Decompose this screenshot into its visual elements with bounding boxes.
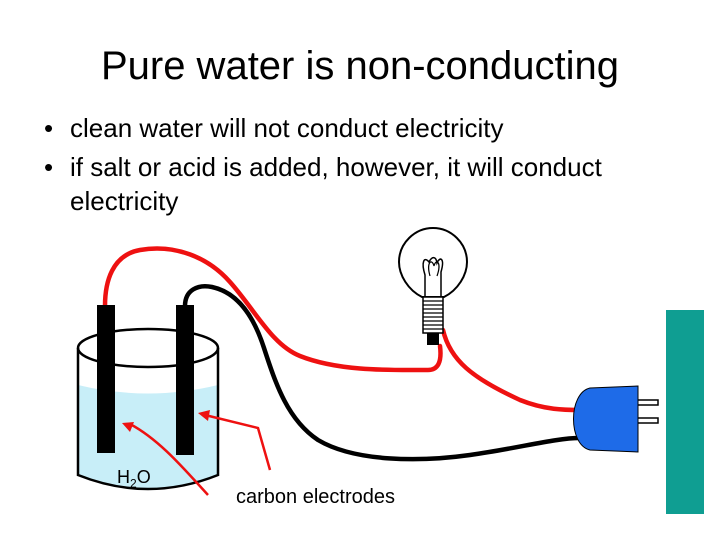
bullet-text: clean water will not conduct electricity: [70, 113, 504, 143]
bulb-filament: [422, 256, 444, 297]
plug-prong-top: [635, 399, 659, 406]
red-wire-bulb: [102, 246, 443, 373]
red-wire-plug: [440, 327, 583, 413]
light-bulb-icon: [397, 226, 469, 345]
bulb-filament-coil: [428, 261, 440, 277]
arrow-left-electrode: [129, 422, 209, 496]
bullet-dot: •: [44, 113, 54, 143]
left-electrode: [97, 305, 115, 453]
bulb-base: [422, 296, 444, 334]
plug-body: [573, 385, 639, 453]
wall-outlet-icon: [666, 310, 704, 514]
bullet-item: • if salt or acid is added, however, it …: [44, 150, 684, 218]
bullet-list: • clean water will not conduct electrici…: [44, 111, 684, 223]
bullet-text: if salt or acid is added, however, it wi…: [70, 152, 602, 216]
water-label: H2O: [117, 467, 151, 491]
beaker-rim: [76, 327, 220, 369]
plug-prong-bottom: [635, 417, 659, 424]
bullet-item: • clean water will not conduct electrici…: [44, 111, 684, 145]
slide-title: Pure water is non-conducting: [100, 44, 620, 88]
bulb-contact: [427, 333, 439, 345]
power-plug-icon: [573, 385, 659, 453]
arrow-right-electrode: [204, 413, 272, 471]
right-electrode: [176, 305, 194, 455]
electrodes-label: carbon electrodes: [236, 486, 395, 508]
black-wire: [182, 284, 583, 462]
bullet-dot: •: [44, 152, 54, 182]
beaker-body: [76, 348, 220, 491]
